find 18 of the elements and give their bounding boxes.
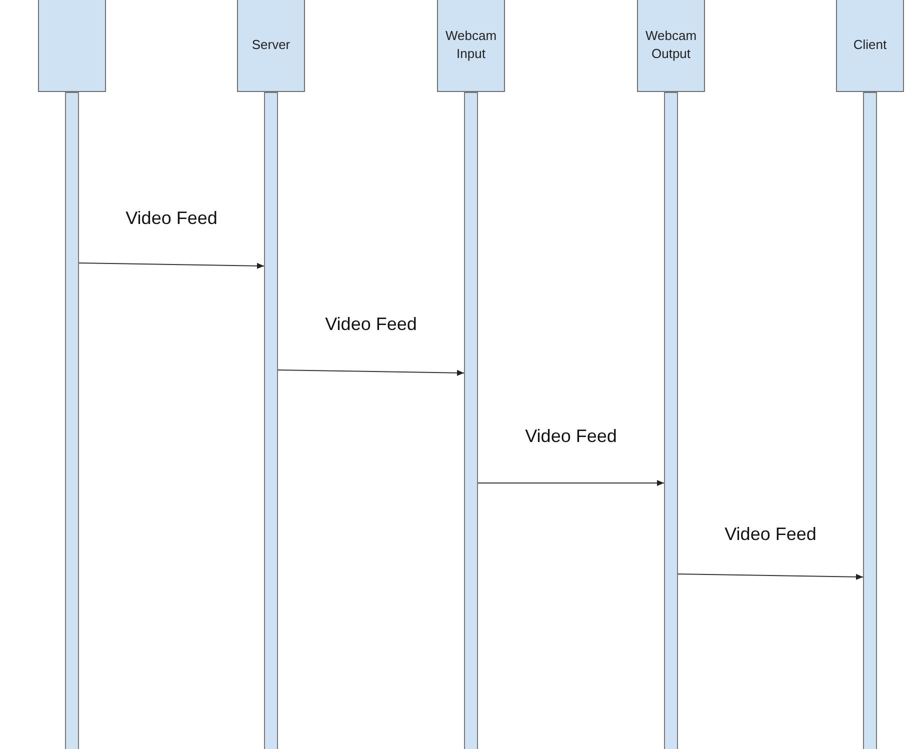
lifeline-bar xyxy=(863,92,877,749)
message-arrow xyxy=(278,370,464,376)
message-arrow xyxy=(678,574,864,580)
participant-name: Webcam Input xyxy=(444,26,498,63)
participant-box xyxy=(637,0,705,92)
participant-name: Client xyxy=(852,36,888,54)
header-box xyxy=(38,0,106,92)
participant-box xyxy=(437,0,505,92)
lifeline-bar xyxy=(664,92,678,749)
participant-box xyxy=(237,0,305,92)
message-arrow xyxy=(78,262,264,269)
message-arrow xyxy=(478,480,664,486)
lifeline-bar xyxy=(264,92,278,749)
participant-box xyxy=(836,0,904,92)
participant-name: Server xyxy=(250,36,292,54)
lifeline-bar xyxy=(65,92,79,749)
lifeline-bar xyxy=(464,92,478,749)
participant-name: Webcam Output xyxy=(644,26,698,63)
